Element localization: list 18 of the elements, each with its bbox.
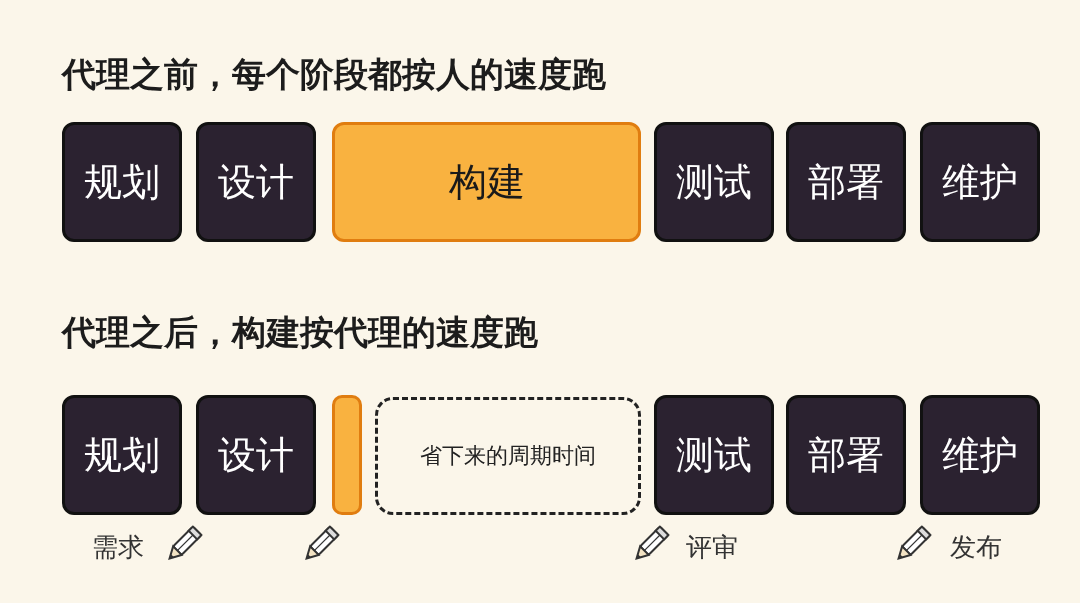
note-label: 评审 — [686, 531, 738, 564]
heading: 代理之前，每个阶段都按人的速度跑 — [62, 53, 606, 96]
dashed-box: 省下来的周期时间 — [375, 397, 641, 515]
note-label: 需求 — [92, 531, 144, 564]
stage-box: 规划 — [62, 122, 182, 242]
note-label: 发布 — [950, 531, 1002, 564]
stage-box: 测试 — [654, 395, 774, 515]
build-bar — [332, 395, 362, 515]
heading: 代理之后，构建按代理的速度跑 — [62, 311, 538, 354]
stage-box: 维护 — [920, 395, 1040, 515]
stage-box: 设计 — [196, 395, 316, 515]
stage-box: 规划 — [62, 395, 182, 515]
stage-box: 维护 — [920, 122, 1040, 242]
stage-box: 部署 — [786, 395, 906, 515]
stage-box: 设计 — [196, 122, 316, 242]
build-box: 构建 — [332, 122, 641, 242]
stage-box: 部署 — [786, 122, 906, 242]
stage-box: 测试 — [654, 122, 774, 242]
